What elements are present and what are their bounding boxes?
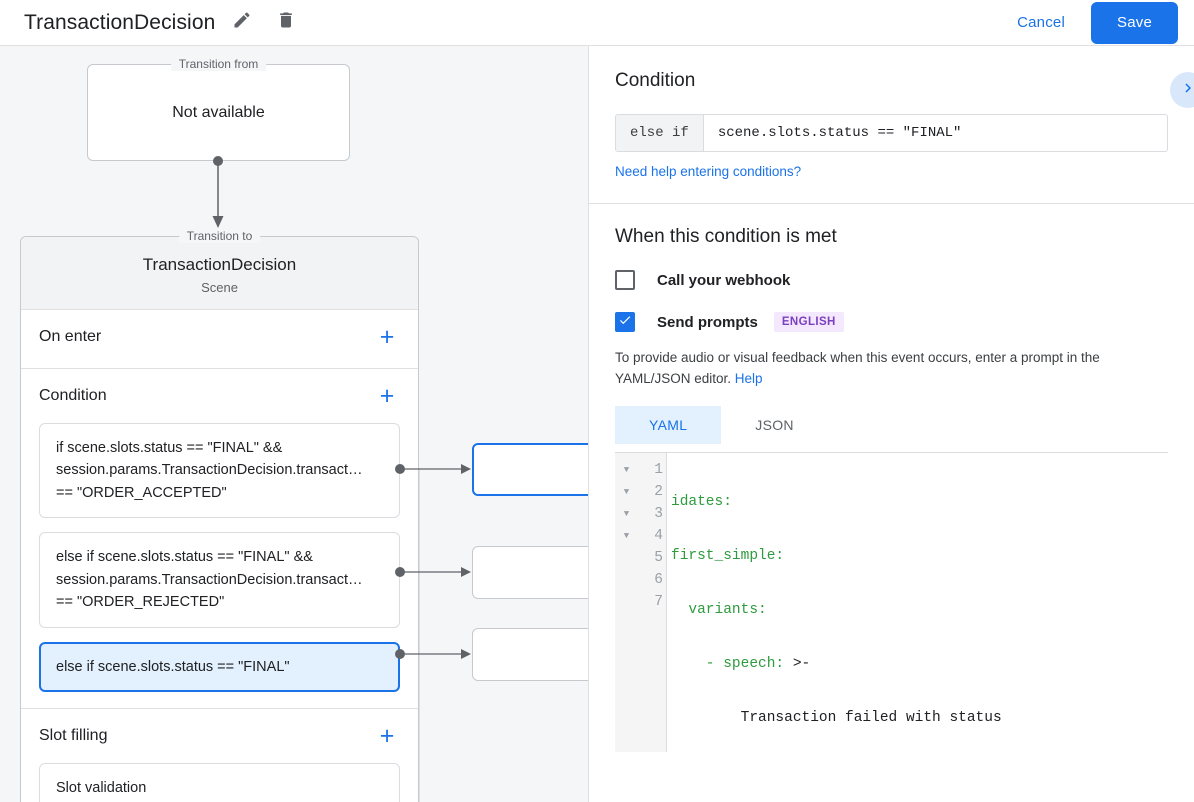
prompts-hint-text: To provide audio or visual feedback when… [615, 350, 1100, 386]
fold-toggle-4[interactable]: ▼ [623, 530, 630, 541]
page-title: TransactionDecision [24, 10, 216, 34]
code-line-4-key: - speech: [671, 655, 785, 672]
when-condition-heading: When this condition is met [615, 226, 837, 247]
condition-card-2[interactable]: else if scene.slots.status == "FINAL" &&… [39, 532, 400, 628]
expand-panel-button[interactable] [1170, 72, 1194, 108]
condition-panel-heading: Condition [615, 70, 696, 91]
top-bar: TransactionDecision Cancel Save [0, 0, 1194, 46]
trash-icon [276, 10, 296, 35]
target-box-1[interactable] [472, 443, 588, 496]
tab-yaml[interactable]: YAML [615, 405, 722, 444]
delete-button[interactable] [269, 6, 303, 40]
code-content[interactable]: idates: first_simple: variants: - speech… [667, 453, 1168, 752]
section-condition: Condition + if scene.slots.status == "FI… [21, 369, 418, 710]
line-number-5: 5 [654, 549, 663, 566]
transition-edges [395, 464, 471, 802]
add-on-enter-button[interactable]: + [379, 322, 395, 351]
language-badge: ENGLISH [773, 312, 844, 332]
target-box-2[interactable] [472, 546, 588, 599]
line-number-gutter: 1 2 3 4 5 6 7 [639, 452, 667, 752]
section-on-enter: On enter + [21, 310, 418, 369]
prompts-help-link[interactable]: Help [734, 370, 763, 386]
line-number-4: 4 [654, 527, 663, 544]
condition-header: Condition + [39, 383, 400, 409]
code-line-4: - speech: >- [667, 653, 1168, 675]
code-line-5: Transaction failed with status [667, 707, 1168, 729]
condition-input[interactable] [703, 115, 1167, 151]
fold-spacer-7 [615, 591, 638, 613]
fold-toggle-2[interactable]: ▼ [623, 486, 630, 497]
transition-to-header: TransactionDecision Scene [21, 237, 418, 310]
condition-input-row: else if [615, 114, 1168, 152]
prompts-hint: To provide audio or visual feedback when… [615, 348, 1168, 390]
code-editor[interactable]: ▼ ▼ ▼ ▼ 1 2 3 4 5 6 7 [615, 451, 1168, 752]
send-prompts-row: Send prompts ENGLISH [615, 312, 1168, 332]
line-number-3: 3 [654, 505, 663, 522]
send-prompts-checkbox[interactable] [615, 312, 635, 332]
tab-json[interactable]: JSON [755, 416, 794, 433]
edit-name-button[interactable] [225, 6, 259, 40]
save-button[interactable]: Save [1091, 1, 1178, 44]
send-prompts-label: Send prompts [657, 313, 758, 331]
transition-from-card: Transition from Not available [87, 57, 350, 161]
webhook-row: Call your webhook [615, 270, 1168, 290]
transition-to-title: TransactionDecision [142, 255, 297, 274]
condition-card-3[interactable]: else if scene.slots.status == "FINAL" [39, 641, 400, 693]
line-number-2: 2 [654, 483, 663, 500]
fold-toggle-1[interactable]: ▼ [623, 464, 630, 475]
pencil-icon [232, 10, 252, 35]
transition-to-card: Transition to TransactionDecision Scene … [20, 229, 419, 802]
code-line-1: idates: [667, 491, 1168, 513]
condition-editor-section: Condition else if Need help entering con… [589, 46, 1194, 204]
check-icon [618, 313, 632, 332]
on-enter-title: On enter [39, 328, 102, 345]
condition-help-link[interactable]: Need help entering conditions? [615, 164, 802, 179]
section-slot-filling: Slot filling + Slot validation [21, 709, 418, 802]
transition-to-legend: Transition to [178, 229, 261, 243]
slot-validation-item[interactable]: Slot validation [39, 763, 400, 802]
code-line-5-rest: Transaction failed with status [671, 709, 1002, 726]
call-webhook-label: Call your webhook [657, 271, 791, 289]
code-line-2: first_simple: [667, 545, 1168, 567]
details-panel: Condition else if Need help entering con… [588, 46, 1194, 802]
condition-title: Condition [39, 387, 107, 404]
target-box-3[interactable] [472, 628, 588, 681]
condition-prefix-label: else if [616, 115, 704, 151]
fold-spacer-6 [615, 569, 638, 591]
editor-format-tabs: YAML JSON [615, 405, 1168, 444]
fold-spacer-5 [615, 547, 638, 569]
line-number-1: 1 [654, 461, 663, 478]
add-condition-button[interactable]: + [379, 381, 395, 410]
chevron-right-icon [1179, 79, 1194, 102]
transition-arrow [212, 156, 224, 228]
slot-filling-title: Slot filling [39, 727, 108, 745]
scene-canvas: Transition from Not available Transition… [0, 46, 588, 802]
line-number-7: 7 [654, 593, 663, 610]
add-slot-filling-button[interactable]: + [379, 721, 395, 750]
code-line-1-key: idates: [671, 493, 732, 510]
code-line-3: variants: [667, 599, 1168, 621]
cancel-button[interactable]: Cancel [1017, 14, 1065, 31]
on-enter-header: On enter + [39, 324, 400, 350]
code-line-3-key: variants: [671, 601, 767, 618]
transition-to-subtitle: Scene [201, 280, 238, 295]
when-condition-met-section: When this condition is met Call your web… [589, 204, 1194, 752]
transition-from-legend: Transition from [170, 57, 267, 71]
code-line-2-key: first_simple: [671, 547, 785, 564]
fold-toggle-3[interactable]: ▼ [623, 508, 630, 519]
fold-gutter: ▼ ▼ ▼ ▼ [615, 452, 639, 752]
slot-filling-header: Slot filling + [39, 723, 400, 749]
line-number-6: 6 [654, 571, 663, 588]
call-webhook-checkbox[interactable] [615, 270, 635, 290]
transition-from-value: Not available [172, 103, 265, 121]
code-line-4-rest: >- [784, 655, 811, 672]
